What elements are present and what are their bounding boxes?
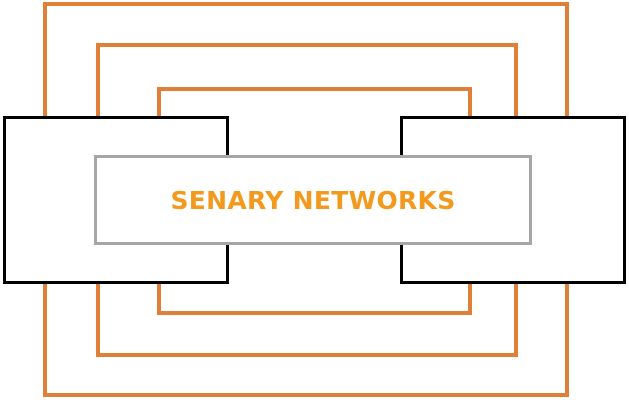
title-box: SENARY NETWORKS (94, 155, 532, 245)
brand-title: SENARY NETWORKS (170, 185, 456, 215)
